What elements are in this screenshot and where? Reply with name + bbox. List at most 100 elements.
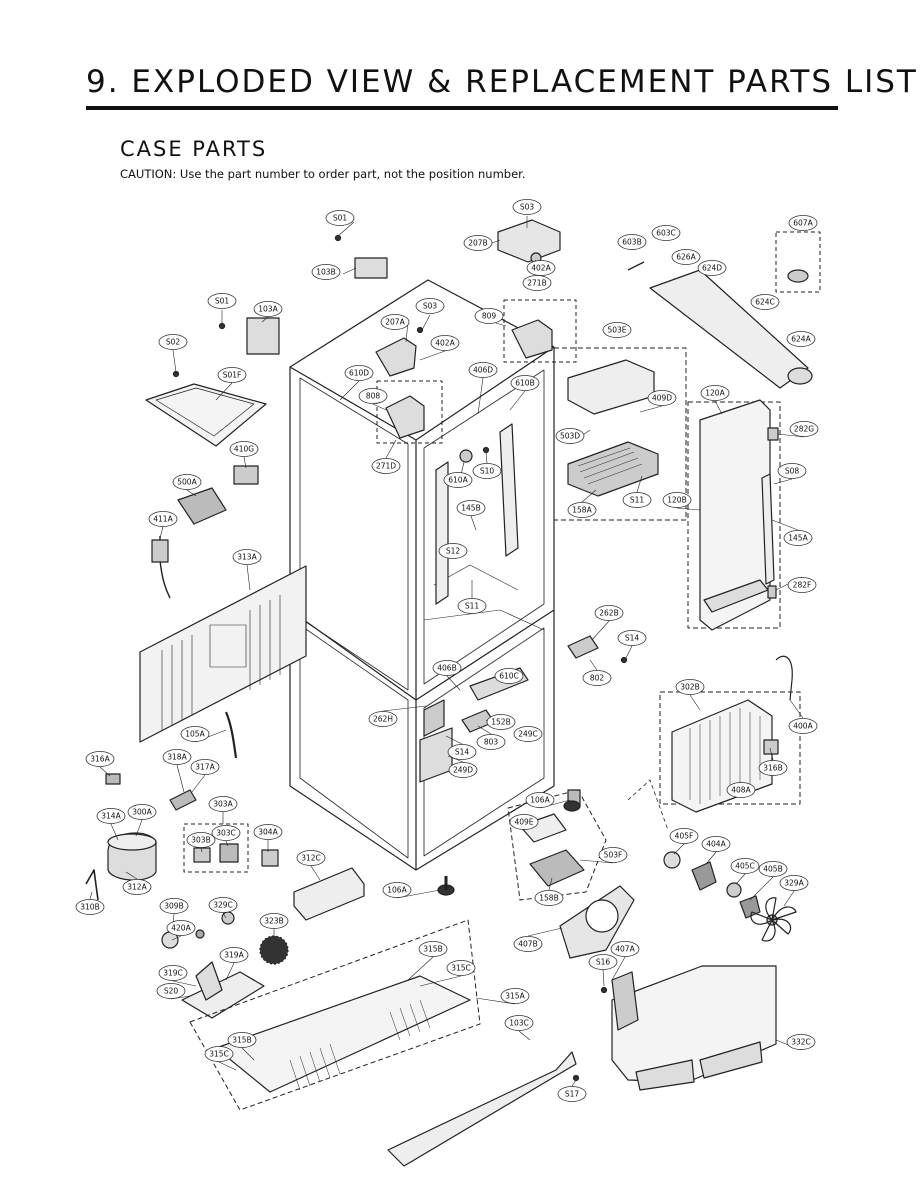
callout-label: 304A <box>258 828 278 837</box>
callout-oval <box>602 322 632 338</box>
callout: 300A <box>127 804 157 820</box>
callout: 319C <box>158 965 188 981</box>
callout-oval <box>662 492 692 508</box>
callout-label: 332C <box>791 1038 811 1047</box>
callout-label: 607A <box>793 219 813 228</box>
callout: 282F <box>787 577 817 593</box>
callout: 145B <box>456 500 486 516</box>
callout: 410G <box>229 441 259 457</box>
callout-label: 409D <box>652 394 672 403</box>
callout: 303B <box>186 832 216 848</box>
callout-oval <box>457 598 487 614</box>
callout-label: 409E <box>514 818 533 827</box>
callout-oval <box>622 492 652 508</box>
callout-label: 420A <box>171 924 191 933</box>
callout-oval <box>311 264 341 280</box>
callout-oval <box>229 441 259 457</box>
callout-label: 626A <box>676 253 696 262</box>
callout: 405C <box>730 858 760 874</box>
callout: 323B <box>259 913 289 929</box>
callout-label: 249D <box>453 766 473 775</box>
callout: S20 <box>156 983 186 999</box>
callout: 329A <box>779 875 809 891</box>
callout-label: 300A <box>132 808 152 817</box>
callout-oval <box>513 936 543 952</box>
callout: 103B <box>311 264 341 280</box>
callout-oval <box>448 762 478 778</box>
callout: 624C <box>750 294 780 310</box>
callout-label: 282F <box>793 581 812 590</box>
callout-label: 503F <box>604 851 623 860</box>
callout-label: 271B <box>527 279 546 288</box>
callout-oval <box>186 832 216 848</box>
callout: 319A <box>219 947 249 963</box>
callout-label: 610B <box>515 379 534 388</box>
callout-label: S11 <box>465 602 480 611</box>
callout-oval <box>344 365 374 381</box>
callout-label: 103A <box>258 305 278 314</box>
callout: 406D <box>468 362 498 378</box>
callout-label: 603C <box>656 229 676 238</box>
callout-label: 400A <box>793 722 813 731</box>
callout: 610A <box>443 472 473 488</box>
callout: 607A <box>788 215 818 231</box>
callout: 309B <box>159 898 189 914</box>
callout-label: 407A <box>615 945 635 954</box>
callout-oval <box>296 850 326 866</box>
callout: 803 <box>476 734 506 750</box>
callout: S16 <box>588 954 618 970</box>
callout-label: 405F <box>675 832 694 841</box>
callout-label: S10 <box>480 467 495 476</box>
callout: 120A <box>700 385 730 401</box>
callout-label: 262B <box>599 609 618 618</box>
callout-label: 411A <box>153 515 173 524</box>
callout-oval <box>75 899 105 915</box>
callout: 402A <box>526 260 556 276</box>
callout-oval <box>85 751 115 767</box>
callout-oval <box>468 362 498 378</box>
callout-oval <box>522 275 552 291</box>
callout: S12 <box>438 543 468 559</box>
callout: 610B <box>510 375 540 391</box>
callout-oval <box>232 549 262 565</box>
page-title: 9. EXPLODED VIEW & REPLACEMENT PARTS LIS… <box>86 64 918 100</box>
callout-label: S01 <box>333 214 348 223</box>
callout: 152B <box>486 714 516 730</box>
callout-label: 106A <box>387 886 407 895</box>
callout-oval <box>158 334 188 350</box>
callout-label: 405C <box>735 862 755 871</box>
callout: 626A <box>671 249 701 265</box>
callout-label: S08 <box>785 467 800 476</box>
callout-oval <box>617 234 647 250</box>
callout-oval <box>647 390 677 406</box>
callout-label: 249C <box>518 730 538 739</box>
callout: 503D <box>555 428 585 444</box>
callout-label: 319C <box>163 969 183 978</box>
callout: 400A <box>788 718 818 734</box>
callout-oval <box>783 530 813 546</box>
callout-oval <box>758 760 788 776</box>
callout-label: 271D <box>376 462 396 471</box>
callout-oval <box>588 954 618 970</box>
callout: 402A <box>430 335 460 351</box>
callout-label: 404A <box>706 840 726 849</box>
callout-oval <box>172 474 202 490</box>
callout: 207B <box>463 235 493 251</box>
callout-label: 314A <box>101 812 121 821</box>
callout: S01F <box>217 367 247 383</box>
callout: 249C <box>513 726 543 742</box>
callout: 303A <box>208 796 238 812</box>
callout-oval <box>472 463 502 479</box>
callout-oval <box>259 913 289 929</box>
callout: 315B <box>418 941 448 957</box>
callout-oval <box>512 199 542 215</box>
callout-label: 406B <box>437 664 456 673</box>
callout: 315C <box>204 1046 234 1062</box>
callout-oval <box>158 965 188 981</box>
callout-label: 610C <box>499 672 519 681</box>
callout-oval <box>217 367 247 383</box>
callout-oval <box>208 897 238 913</box>
callout-label: 312A <box>127 883 147 892</box>
callout-oval <box>415 298 445 314</box>
callout-label: 624A <box>791 335 811 344</box>
